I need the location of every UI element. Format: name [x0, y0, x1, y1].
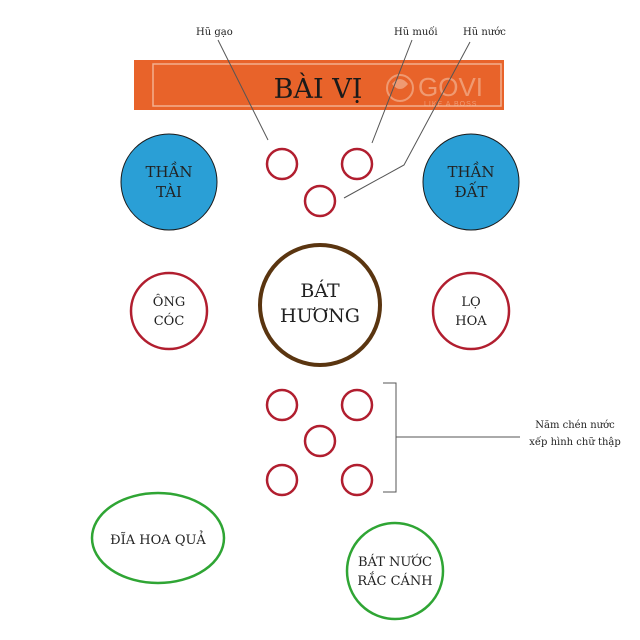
ong-coc-label-line1: ÔNG [153, 293, 185, 310]
lo-hoa-circle: LỌ HOA [431, 271, 511, 351]
hu-muoi-leader [371, 39, 413, 144]
than-tai-label-line1: THẦN [145, 161, 192, 181]
water-cup [303, 424, 337, 458]
than-tai-disc [120, 133, 218, 231]
hu-gao-leader [217, 39, 269, 141]
hu-muoi-label: Hũ muối [394, 27, 438, 38]
watermark-text: GOVI [418, 72, 483, 102]
govi-watermark-logo: GOVI LIKE A BOSS [386, 72, 483, 108]
banner-outer [134, 60, 504, 110]
bat-huong-label-line2: HƯƠNG [280, 305, 360, 327]
five-cups-bracket [383, 382, 397, 493]
water-cup [265, 388, 299, 422]
five-cups-label-line2: xếp hình chữ thập [529, 437, 621, 448]
than-dat-label-line1: THẦN [447, 161, 494, 181]
dia-hoa-qua-ellipse: ĐĨA HOA QUẢ [90, 491, 226, 585]
ong-coc-label-line2: CÓC [154, 312, 185, 329]
watermark-subtext: LIKE A BOSS [424, 101, 477, 108]
bat-nuoc-ring [345, 521, 445, 621]
lo-hoa-label-line1: LỌ [461, 295, 480, 310]
bai-vi-banner: BÀI VỊ GOVI LIKE A BOSS [134, 60, 504, 110]
water-cup [340, 388, 374, 422]
hu-gao-jar [265, 147, 299, 181]
banner-title: BÀI VỊ [274, 72, 363, 105]
water-cup [340, 463, 374, 497]
water-cup [265, 463, 299, 497]
bat-huong-label-line1: BÁT [300, 279, 340, 302]
five-cups-label-line1: Năm chén nước [535, 420, 615, 431]
hu-gao-label: Hũ gạo [196, 27, 233, 38]
than-tai-circle: THẦN TÀI [120, 133, 218, 231]
than-dat-label-line2: ĐẤT [455, 181, 488, 201]
bat-nuoc-rac-canh-circle: BÁT NƯỚC RẮC CÁNH [345, 521, 445, 621]
than-dat-circle: THẦN ĐẤT [422, 133, 520, 231]
dia-hoa-qua-label: ĐĨA HOA QUẢ [110, 530, 206, 548]
ong-coc-circle: ÔNG CÓC [129, 271, 209, 351]
callout-lines [217, 39, 520, 493]
lo-hoa-ring [431, 271, 511, 351]
dia-hoa-qua-ring [90, 491, 226, 585]
bat-huong-circle: BÁT HƯƠNG [258, 243, 382, 367]
five-water-cups [265, 388, 374, 497]
hu-nuoc-jar [303, 184, 337, 218]
lo-hoa-label-line2: HOA [455, 314, 487, 329]
hu-muoi-jar [340, 147, 374, 181]
than-tai-label-line2: TÀI [156, 183, 182, 201]
watermark-emblem-icon [386, 74, 414, 102]
bat-nuoc-label-line1: BÁT NƯỚC [358, 553, 432, 570]
than-dat-disc [422, 133, 520, 231]
ong-coc-ring [129, 271, 209, 351]
bat-huong-ring [258, 243, 382, 367]
bat-nuoc-label-line2: RẮC CÁNH [357, 571, 432, 589]
hu-nuoc-leader [343, 41, 471, 199]
banner-inner-frame [152, 63, 502, 107]
hu-nuoc-label: Hũ nước [463, 27, 506, 38]
